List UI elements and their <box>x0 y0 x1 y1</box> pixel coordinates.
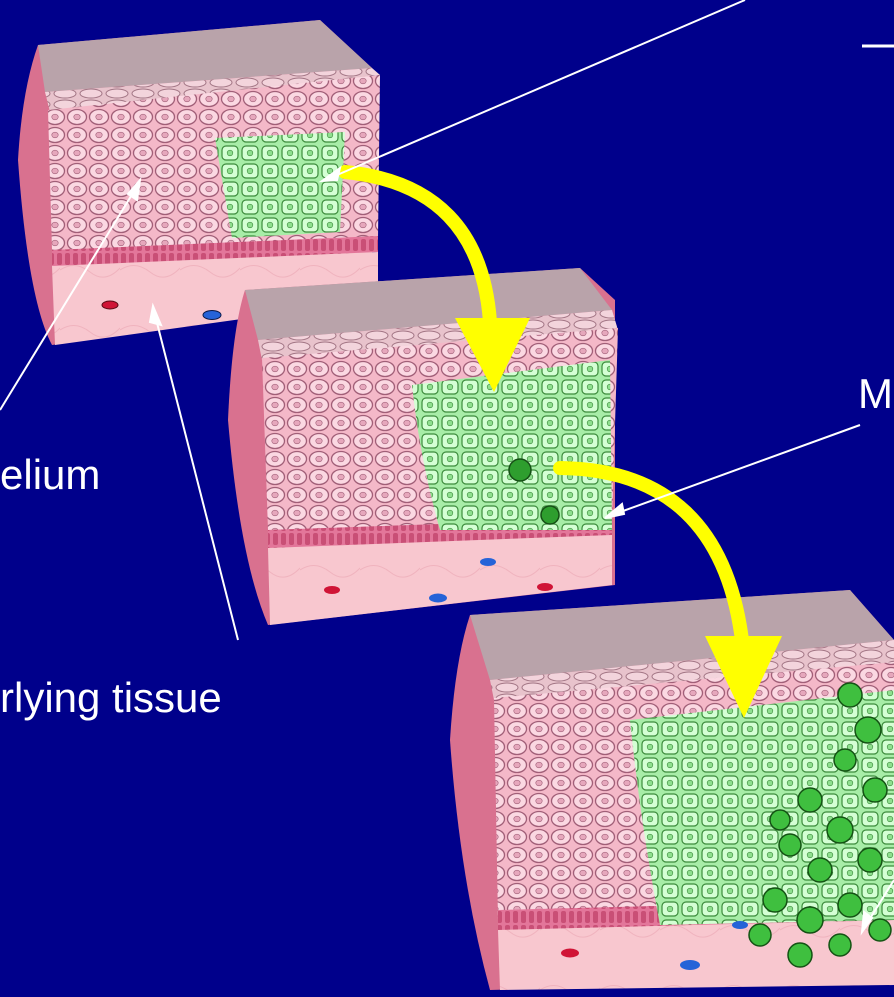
label-epithelium: elium <box>0 454 100 496</box>
tissue-block-3 <box>450 590 894 990</box>
pointer-line-mid-right <box>605 425 860 518</box>
advanced-lesion <box>630 690 894 925</box>
label-underlying-tissue: rlying tissue <box>0 677 222 719</box>
label-right-mid: M <box>858 373 893 415</box>
pointer-line-top-right <box>322 0 745 181</box>
intermediate-lesion <box>412 360 612 530</box>
tissue-block-2 <box>228 268 618 625</box>
early-lesion <box>215 132 345 238</box>
pointer-line-underlying <box>150 306 238 640</box>
